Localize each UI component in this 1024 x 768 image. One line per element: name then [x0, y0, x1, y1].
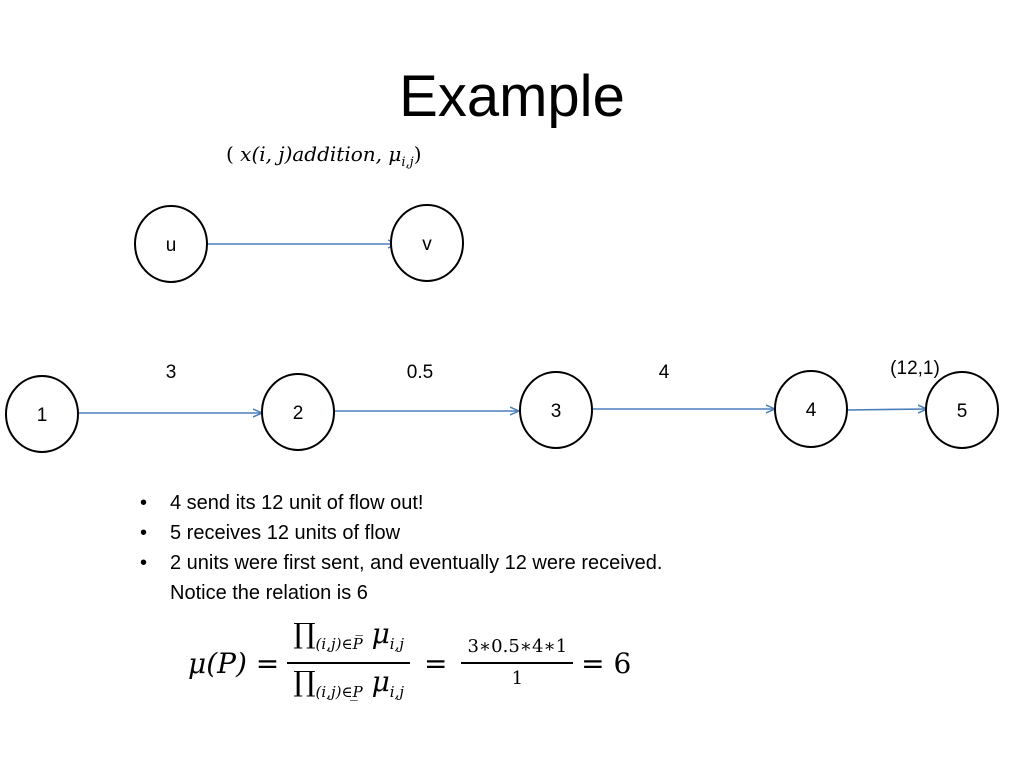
node-u: u — [134, 205, 208, 283]
denominator-term-subscript: i,j — [389, 683, 404, 701]
bullet-item: 5 receives 12 units of flow — [140, 518, 680, 548]
edge-2-3-weight: 0.5 — [407, 362, 433, 383]
formula-equals: = — [424, 646, 448, 680]
legend-mu: μ — [388, 142, 402, 166]
formula-result: = 6 — [581, 646, 632, 680]
node-3-label: 3 — [551, 401, 562, 422]
formula-numerator: ∏(i,j)∈P̅ μi,j — [287, 616, 410, 662]
legend-mu-subscript: i,j — [401, 155, 414, 170]
node-v: v — [390, 204, 464, 282]
gain-formula: μ(P) = ∏(i,j)∈P̅ μi,j ∏(i,j)∈P̲ μi,j = 3… — [188, 616, 632, 710]
node-1: 1 — [5, 375, 79, 453]
bullet-item: 4 send its 12 unit of flow out! — [140, 488, 680, 518]
numeric-denominator: 1 — [511, 668, 524, 689]
fraction-bar — [287, 662, 410, 664]
bullet-list: 4 send its 12 unit of flow out! 5 receiv… — [140, 488, 680, 608]
denominator-subscript: (i,j)∈P̲ — [315, 683, 363, 701]
node-4: 4 — [774, 370, 848, 448]
denominator-term: μ — [371, 665, 390, 698]
node-3: 3 — [519, 371, 593, 449]
edge-1-2-weight: 3 — [166, 362, 177, 383]
numerator-term: μ — [371, 617, 390, 650]
product-symbol: ∏ — [293, 665, 316, 698]
bullet-item: 2 units were first sent, and eventually … — [140, 548, 680, 608]
formula-product-fraction: ∏(i,j)∈P̅ μi,j ∏(i,j)∈P̲ μi,j — [287, 616, 410, 710]
edge-label-format: ( x(i, j)addition, μi,j) — [226, 142, 422, 170]
node-4-label: 4 — [806, 400, 817, 421]
node-1-label: 1 — [37, 405, 48, 426]
node-2-label: 2 — [293, 403, 304, 424]
edge-3-4-weight: 4 — [659, 362, 670, 383]
numeric-numerator: 3∗0.5∗4∗1 — [467, 636, 568, 657]
formula-lhs: μ(P) = — [188, 646, 280, 680]
numerator-subscript: (i,j)∈P̅ — [315, 635, 363, 653]
legend-x-term: x(i, j)addition, — [240, 142, 383, 166]
formula-numeric-fraction: 3∗0.5∗4∗1 1 — [461, 632, 574, 694]
edge-4-5 — [847, 409, 927, 410]
node-5-label: 5 — [957, 401, 968, 422]
fraction-bar — [461, 662, 574, 664]
numerator-term-subscript: i,j — [389, 635, 404, 653]
node-u-label: u — [166, 235, 177, 256]
node-5: 5 — [925, 371, 999, 449]
legend-open-paren: ( — [226, 142, 234, 166]
product-symbol: ∏ — [293, 617, 316, 650]
edge-4-5-weight: (12,1) — [890, 358, 940, 379]
slide-title: Example — [399, 64, 625, 129]
formula-denominator: ∏(i,j)∈P̲ μi,j — [287, 664, 410, 710]
node-v-label: v — [422, 234, 432, 255]
legend-close-paren: ) — [413, 142, 422, 166]
node-2: 2 — [261, 373, 335, 451]
